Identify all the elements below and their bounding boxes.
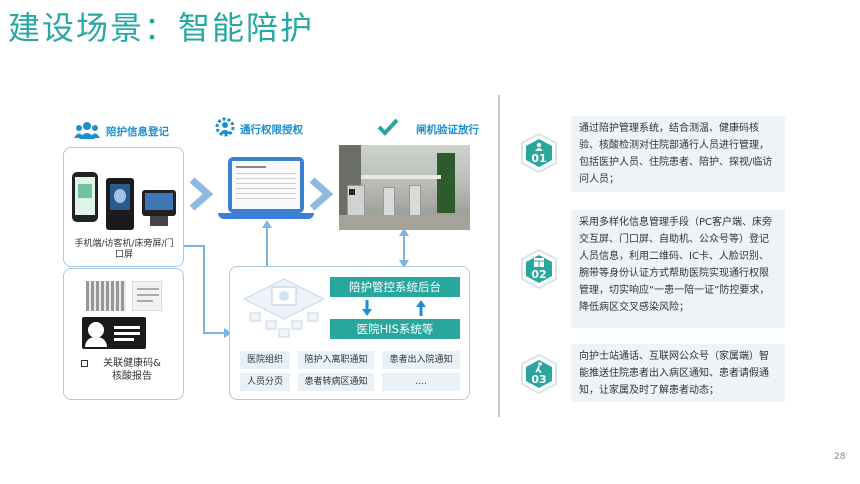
laptop-image	[228, 157, 304, 213]
health-caption-1: 关联健康码&	[103, 358, 161, 369]
bedside-screen-image	[142, 190, 176, 216]
feature-text-02: 采用多样化信息管理手段（PC客户端、床旁交互屏、门口屏、自助机、公众号等）登记人…	[571, 210, 785, 328]
people-icon	[74, 122, 100, 139]
arrow-up-blue-icon	[416, 300, 426, 316]
arrow-down-icon	[399, 260, 409, 268]
feature-number: 01	[531, 152, 547, 165]
connector-line	[266, 225, 268, 267]
arrow-up-icon	[262, 220, 272, 228]
arrow-down-blue-icon	[362, 300, 372, 316]
phone-image	[72, 172, 98, 222]
his-system-label: 医院HIS系统等	[330, 319, 460, 339]
people-small-icon	[535, 142, 543, 151]
register-header: 陪护信息登记	[74, 121, 214, 141]
authorize-header: 通行权限授权	[214, 116, 334, 144]
connector-line	[203, 245, 205, 333]
arrow-right-icon	[189, 177, 214, 211]
connector-line	[403, 232, 405, 267]
feature-badge-01: 01	[521, 132, 557, 174]
control-system-label: 陪护管控系统后台	[330, 277, 460, 297]
checkmark-icon	[377, 118, 399, 136]
arrow-head-icon	[224, 328, 232, 338]
gate-header: 闸机验证放行	[376, 117, 496, 139]
tag-admission-notice: 患者出入院通知	[382, 351, 460, 369]
devices-caption: 手机端/访客机/床旁屏/门口屏	[74, 239, 174, 260]
page-title: 建设场景：智能陪护	[8, 9, 315, 47]
walking-person-icon	[535, 362, 542, 373]
tag-transfer-notice: 患者转病区通知	[298, 373, 374, 391]
grid-small-icon	[534, 258, 544, 267]
feature-number: 02	[531, 268, 547, 281]
authorize-title: 通行权限授权	[240, 124, 303, 136]
arrow-right-icon-2	[309, 177, 334, 211]
qr-code-image	[86, 281, 126, 311]
laptop-base	[218, 213, 314, 219]
feature-number: 03	[531, 373, 547, 386]
backend-panel: 陪护管控系统后台 医院HIS系统等 医院组织 陪护入离职通知 患者出入院通知 人…	[229, 266, 470, 400]
devices-panel: 手机端/访客机/床旁屏/门口屏	[63, 147, 184, 267]
health-caption-2: 核酸报告	[112, 371, 152, 382]
tag-more: ….	[382, 373, 460, 391]
id-card-icon	[82, 317, 146, 349]
connector-line	[184, 245, 204, 247]
register-title: 陪护信息登记	[106, 126, 169, 138]
server-illustration	[242, 278, 326, 338]
visitor-kiosk-image	[106, 178, 134, 230]
page-number: 28	[834, 452, 846, 462]
health-panel: 关联健康码& 核酸报告	[63, 268, 184, 400]
vertical-divider	[498, 95, 500, 417]
tag-org: 医院组织	[240, 351, 290, 369]
gate-photo	[339, 145, 470, 230]
connector-line	[203, 332, 229, 334]
feature-text-01: 通过陪护管理系统，结合测温、健康码核验、核酸检测对住院部通行人员进行管理，包括医…	[571, 116, 785, 192]
checkbox-icon	[81, 360, 88, 367]
arrow-up-icon-2	[399, 228, 409, 236]
tag-staff-paging: 人员分页	[240, 373, 290, 391]
gear-user-icon	[215, 117, 235, 137]
feature-text-03: 向护士站通话、互联网公众号（家属端）智能推送住院患者出入病区通知、患者请假通知，…	[571, 344, 785, 402]
gate-title: 闸机验证放行	[416, 124, 479, 136]
feature-badge-02: 02	[521, 248, 557, 290]
tag-escort-notice: 陪护入离职通知	[298, 351, 374, 369]
feature-badge-03: 03	[521, 353, 557, 395]
